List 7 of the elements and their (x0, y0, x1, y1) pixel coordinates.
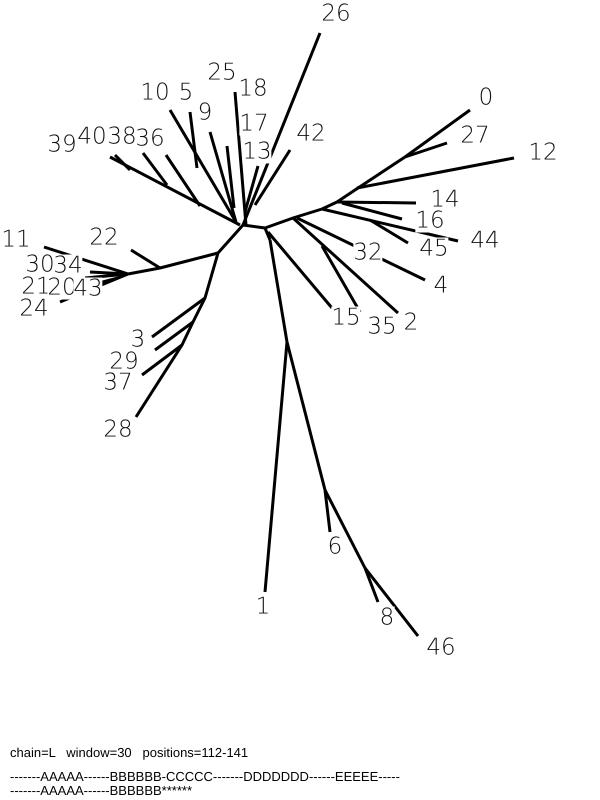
leaf-label: 17 (239, 112, 269, 136)
leaf-label: 32 (353, 242, 383, 264)
sequence-text: -------AAAAA------BBBBBB-CCCCC-------DDDDDDD------EEEEE----- (10, 770, 400, 783)
leaf-label: 16 (415, 210, 445, 232)
leaf-label: 13 (242, 140, 272, 164)
sequence-text: -------AAAAA------BBBBBB****** (10, 784, 192, 797)
parameter-text: chain=L window=30 positions=112-141 (10, 746, 248, 759)
